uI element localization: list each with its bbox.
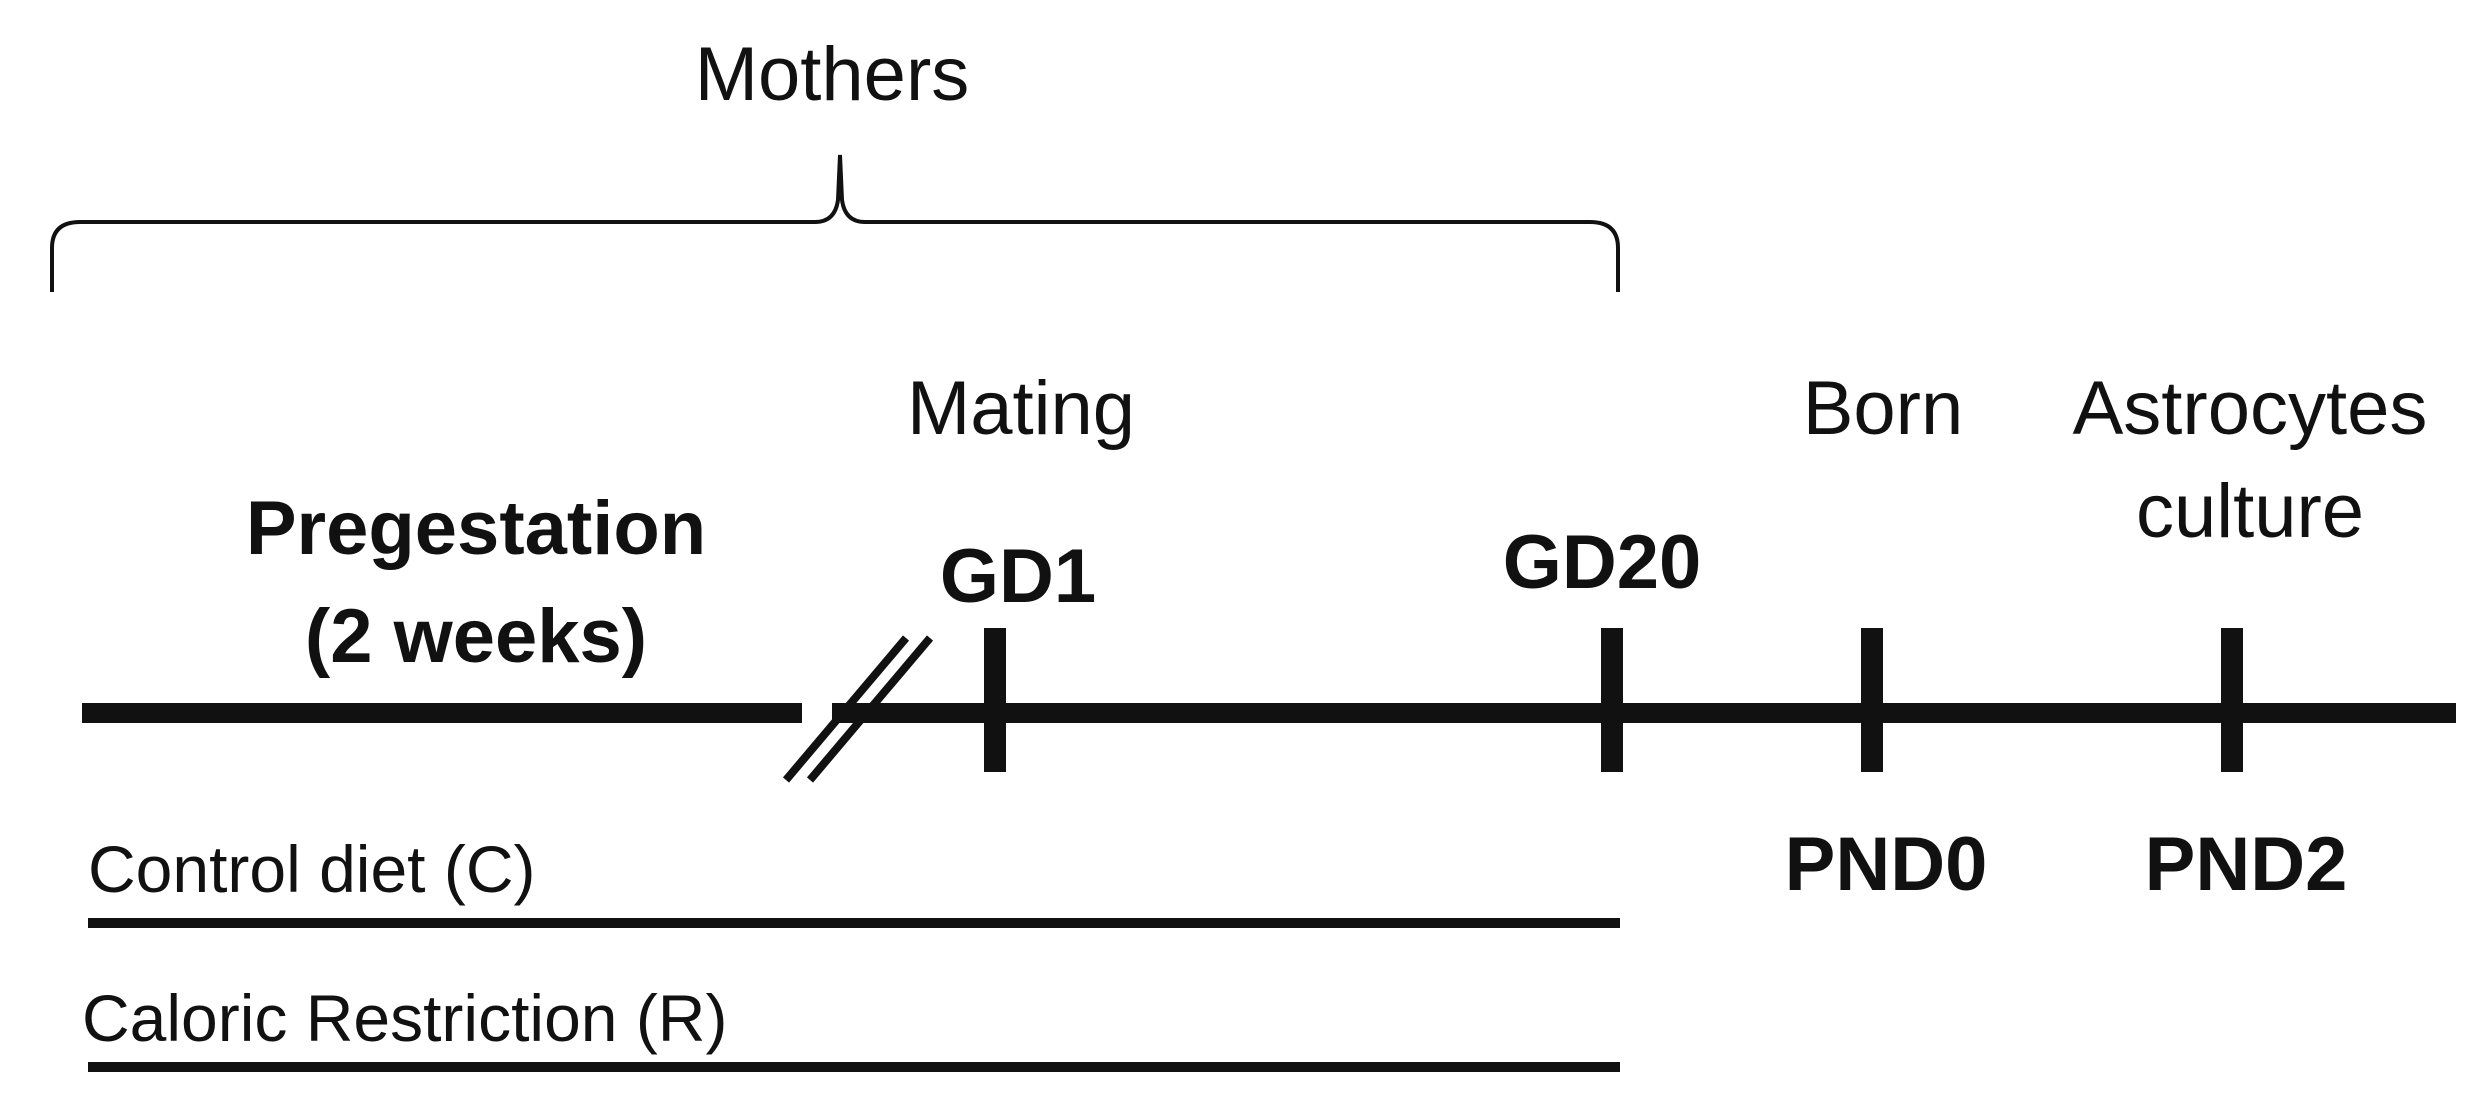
period-label: Pregestation — [246, 486, 706, 571]
mothers-brace — [50, 154, 1620, 292]
culture-label: Astrocytes — [2073, 366, 2428, 451]
tick-label-pnd0: PND0 — [1785, 822, 1988, 907]
mothers-label: Mothers — [695, 32, 970, 117]
culture-label-line2: culture — [2136, 469, 2364, 554]
caloric-restriction-label: Caloric Restriction (R) — [82, 981, 727, 1055]
tick-gd1 — [984, 628, 1006, 772]
tick-label-gd20: GD20 — [1503, 520, 1702, 605]
born-label: Born — [1803, 366, 1964, 451]
tick-label-pnd2: PND2 — [2145, 822, 2348, 907]
mating-label: Mating — [907, 366, 1135, 451]
tick-gd20 — [1601, 628, 1623, 772]
axis-break-mark — [782, 635, 934, 783]
period-duration-label: (2 weeks) — [305, 594, 647, 679]
control-diet-label: Control diet (C) — [88, 832, 535, 906]
tick-pnd0 — [1861, 628, 1883, 772]
tick-pnd2 — [2221, 628, 2243, 772]
tick-label-gd1: GD1 — [940, 534, 1096, 619]
